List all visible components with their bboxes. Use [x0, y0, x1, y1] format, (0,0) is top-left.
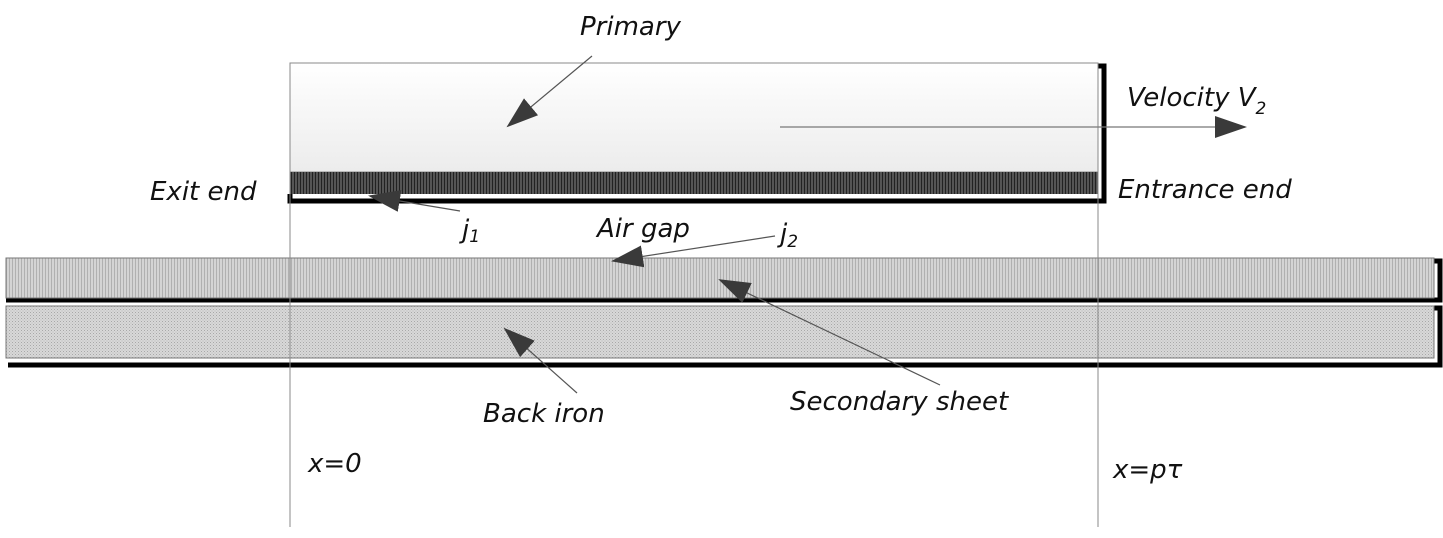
j2-arrow — [611, 235, 776, 268]
label-secondary-sheet: Secondary sheet — [790, 387, 1009, 417]
back-iron-arrow — [503, 327, 578, 394]
j1-subscript: 1 — [469, 227, 480, 247]
label-air-gap: Air gap — [595, 214, 690, 244]
label-velocity: Velocity V2 — [1127, 83, 1266, 119]
primary-winding — [290, 172, 1098, 194]
label-primary: Primary — [580, 12, 682, 42]
primary-block — [287, 62, 1107, 204]
j2-subscript: 2 — [787, 232, 798, 252]
back-iron — [5, 305, 1443, 368]
label-entrance-end: Entrance end — [1118, 175, 1292, 205]
velocity-subscript: 2 — [1256, 99, 1267, 119]
label-exit-end: Exit end — [150, 177, 257, 207]
label-x0: x=0 — [307, 449, 362, 479]
label-j1: j1 — [459, 215, 480, 247]
j1-arrow — [368, 190, 461, 212]
j1-text: j — [459, 215, 470, 245]
primary-pointer-arrow — [506, 55, 593, 128]
velocity-text: Velocity V — [1127, 83, 1258, 113]
j2-text: j — [777, 219, 788, 249]
label-back-iron: Back iron — [483, 399, 605, 429]
secondary-sheet-arrow — [718, 279, 941, 386]
label-xptau: x=pτ — [1112, 455, 1183, 485]
secondary-sheet — [5, 257, 1443, 303]
label-j2: j2 — [777, 219, 798, 252]
